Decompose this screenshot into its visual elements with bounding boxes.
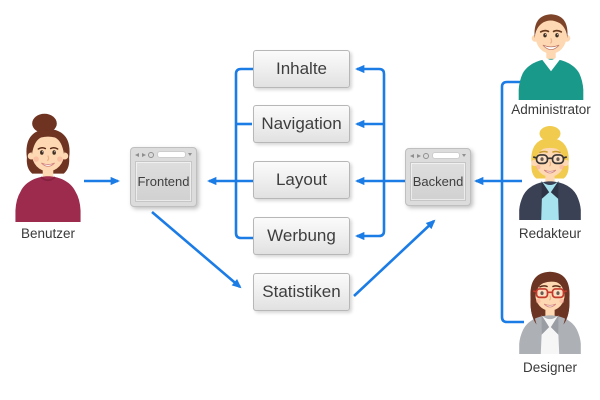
actor-redakteur: Redakteur	[508, 126, 592, 241]
module-statistiken: Statistiken	[253, 273, 350, 311]
actor-label: Redakteur	[518, 226, 582, 241]
module-layout: Layout	[253, 161, 350, 199]
benutzer-avatar	[15, 113, 81, 222]
refresh-icon	[148, 151, 154, 158]
frontend-label: Frontend	[135, 161, 192, 202]
arrow-statistiken-backend	[353, 219, 436, 297]
module-inhalte: Inhalte	[253, 50, 350, 88]
redakteur-avatar	[519, 126, 581, 220]
back-icon	[135, 152, 139, 157]
actor-label: Designer	[522, 360, 578, 375]
menu-dropdown-icon	[188, 153, 192, 156]
module-label: Statistiken	[262, 282, 341, 301]
module-label: Navigation	[261, 114, 342, 133]
browser-toolbar	[131, 148, 196, 161]
actor-label: Administrator	[511, 102, 591, 117]
arrow-backend-werbung	[355, 230, 386, 241]
actor-label: Benutzer	[20, 226, 76, 241]
arrow-frontend-statistiken	[151, 211, 242, 289]
module-label: Inhalte	[275, 59, 328, 78]
browser-toolbar	[406, 149, 470, 162]
module-label: Layout	[275, 170, 328, 189]
actor-designer: Designer	[508, 260, 592, 375]
refresh-icon	[423, 152, 429, 159]
menu-dropdown-icon	[462, 154, 466, 157]
address-bar	[156, 151, 186, 158]
bracket-modules-left	[234, 67, 254, 240]
actor-administrator: Administrator	[508, 4, 594, 117]
bracket-staff-right	[500, 80, 524, 324]
backend-label: Backend	[410, 162, 466, 201]
address-bar	[431, 152, 460, 159]
actor-benutzer: Benutzer	[4, 112, 92, 241]
module-label: Werbung	[267, 226, 336, 245]
frontend-window: Frontend	[130, 147, 197, 207]
forward-icon	[416, 153, 421, 158]
arrow-backend-inhalte	[355, 64, 386, 75]
forward-icon	[141, 152, 146, 157]
administrator-avatar	[518, 14, 584, 100]
backend-window: Backend	[405, 148, 471, 206]
module-werbung: Werbung	[253, 217, 350, 255]
designer-avatar	[519, 271, 581, 354]
back-icon	[410, 153, 414, 158]
module-navigation: Navigation	[253, 105, 350, 143]
